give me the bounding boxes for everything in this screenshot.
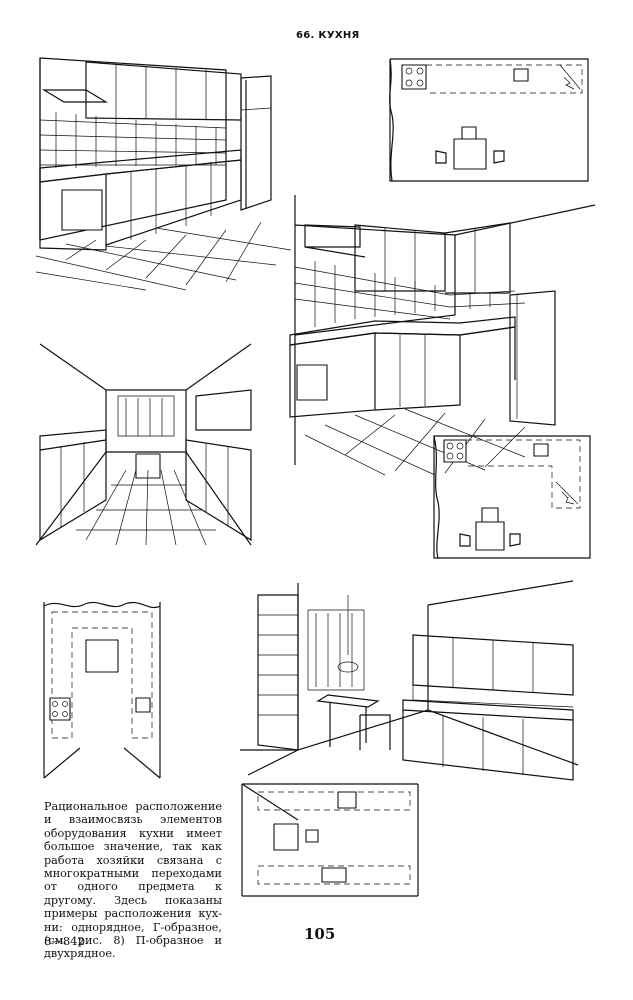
kitchen-l-shaped-perspective: [285, 195, 605, 475]
kitchen-two-row-perspective: [238, 575, 618, 790]
printer-signature: 8—842: [44, 934, 85, 948]
page-heading: 66. КУХНЯ: [296, 30, 360, 41]
kitchen-u-shaped-perspective: [36, 340, 261, 550]
figure-caption: Рациональное расположение и взаимосвязь …: [44, 800, 222, 961]
kitchen-single-row-plan: [384, 55, 594, 185]
page-number: 105: [304, 925, 336, 943]
kitchen-single-row-perspective: [36, 50, 296, 290]
kitchen-l-shaped-plan: [430, 432, 595, 562]
kitchen-u-shaped-plan: [40, 598, 165, 783]
kitchen-two-row-plan: [238, 780, 423, 900]
